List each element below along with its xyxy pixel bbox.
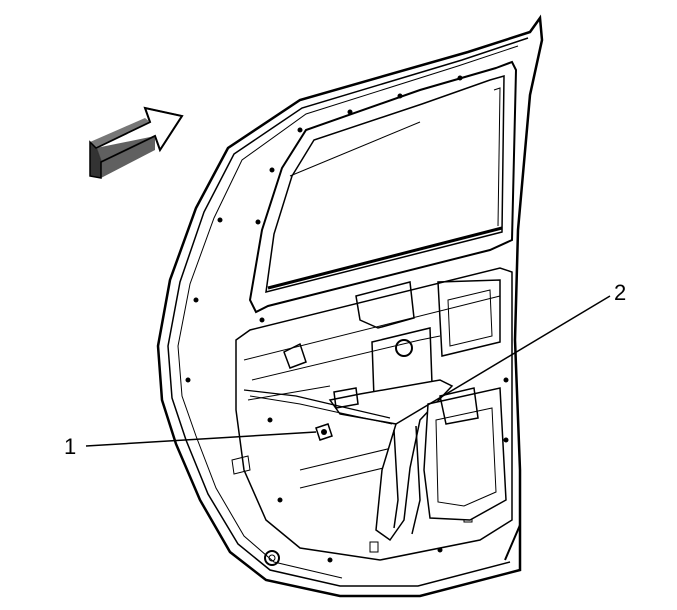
forward-arrow-icon (89, 106, 184, 179)
window-frame (248, 60, 518, 314)
callout-1-label: 1 (64, 434, 76, 459)
callout-2-leader-line (395, 295, 611, 425)
callout-2: 2 (395, 280, 626, 425)
callout-1-leader-line (85, 431, 317, 447)
callout-1: 1 (64, 431, 317, 459)
callout-2-label: 2 (614, 280, 626, 305)
inner-door-panel (185, 217, 513, 566)
fastener-bolt (315, 423, 333, 441)
